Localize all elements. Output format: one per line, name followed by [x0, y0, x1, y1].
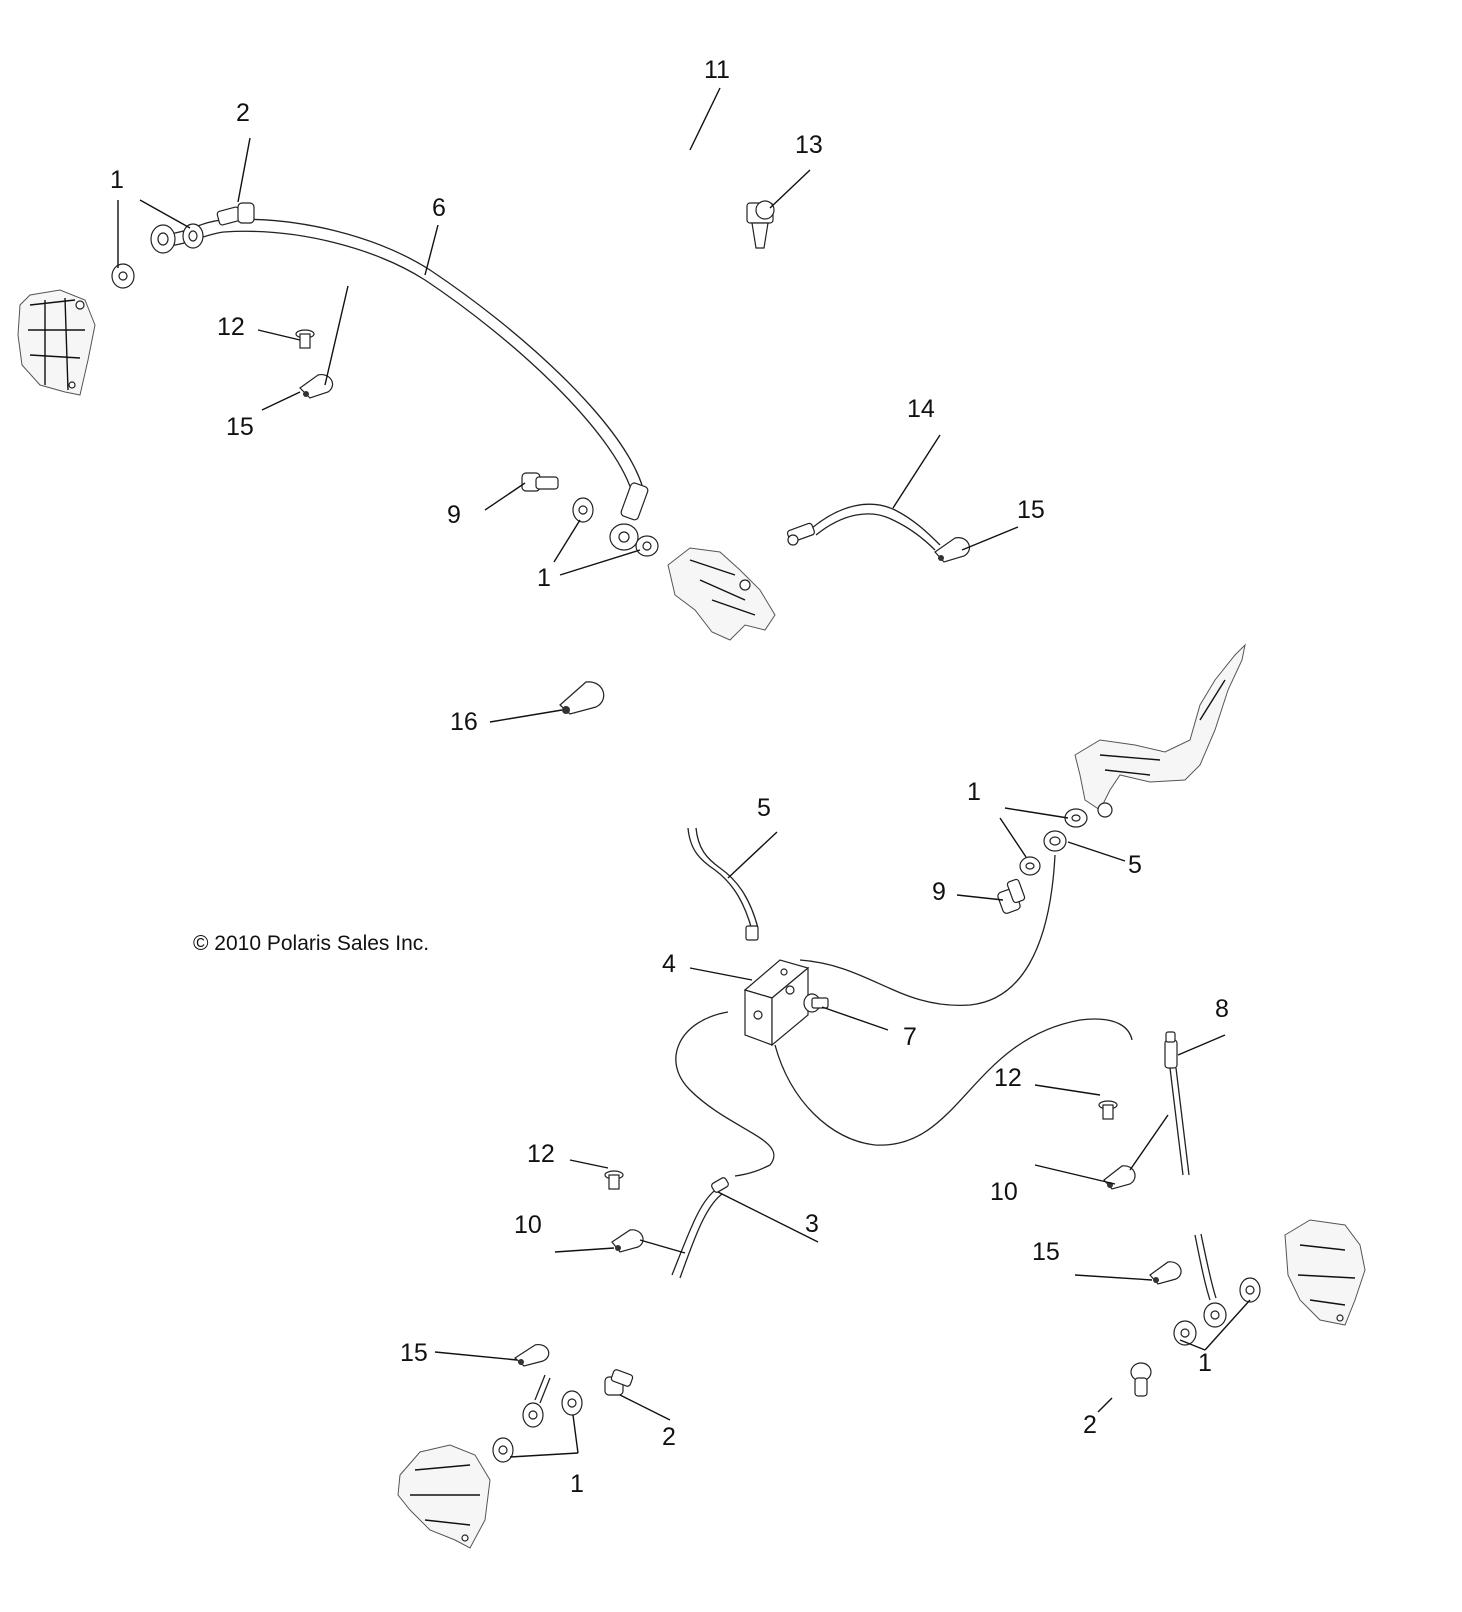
- screw-12-lower-left: [604, 1170, 624, 1190]
- brake-hose-end-right: [1194, 1233, 1227, 1328]
- callout-2-lower-right: 2: [1083, 1411, 1097, 1439]
- brake-hose-5-upper: [687, 827, 759, 941]
- banjo-bolt-lower-left: [604, 1369, 634, 1396]
- bolt-7: [803, 993, 829, 1013]
- callout-5-upper: 5: [757, 794, 771, 822]
- callout-15-upper-right: 15: [1017, 496, 1045, 524]
- brake-hose-end-lower-left: [522, 1374, 551, 1428]
- callout-15-upper-left: 15: [226, 413, 254, 441]
- clamp-16: [559, 681, 605, 715]
- washers-upper-center: [572, 497, 659, 557]
- leader-lines: [117, 87, 1251, 1458]
- callout-15-lower-left: 15: [400, 1339, 428, 1367]
- callout-8: 8: [1215, 995, 1229, 1023]
- callout-labels: 1 2 6 12 15 11 13 9 1 14 15 16 1 5 9 5 4…: [110, 56, 1229, 1498]
- callout-3: 3: [805, 1210, 819, 1238]
- callout-2-lower-left: 2: [662, 1423, 676, 1451]
- washers-right-upper: [1019, 808, 1088, 876]
- callout-2-upper: 2: [236, 99, 250, 127]
- washer-upper-left: [111, 223, 204, 289]
- callout-4: 4: [662, 950, 676, 978]
- callout-9-upper: 9: [447, 501, 461, 529]
- caliper-lower-left: [397, 1444, 491, 1549]
- callout-1-lower-left: 1: [570, 1470, 584, 1498]
- banjo-bolt-lower-right: [1130, 1362, 1152, 1397]
- brake-hoses-from-block: [675, 1011, 1133, 1177]
- callout-12-lower-left: 12: [527, 1140, 555, 1168]
- screw-12-right: [1098, 1100, 1118, 1120]
- callout-12-right: 12: [994, 1064, 1022, 1092]
- clamp-15-upper-left: [299, 373, 333, 399]
- callout-9-right: 9: [932, 878, 946, 906]
- callout-13: 13: [795, 131, 823, 159]
- callout-11: 11: [704, 56, 730, 84]
- clamp-15-lower-left: [514, 1344, 550, 1367]
- callout-1-upper-center: 1: [537, 564, 551, 592]
- brake-hose-6: [150, 218, 649, 551]
- clamp-10-left: [611, 1229, 644, 1253]
- washers-lower-right: [1173, 1277, 1261, 1346]
- callout-6: 6: [432, 194, 446, 222]
- caliper-lower-right: [1284, 1219, 1366, 1326]
- brake-hose-5-right: [799, 854, 1056, 1006]
- rod-11: [688, 121, 703, 211]
- banjo-bolt-9-right: [997, 878, 1026, 914]
- clamp-15-right: [1149, 1261, 1182, 1285]
- callout-14: 14: [907, 395, 935, 423]
- clamp-15-upper-right: [934, 537, 971, 563]
- callout-15-right: 15: [1032, 1238, 1060, 1266]
- callout-1-upper-left: 1: [110, 166, 124, 194]
- washers-lower-left: [492, 1390, 583, 1463]
- banjo-bolt-upper-left: [216, 202, 255, 226]
- callout-10-right: 10: [990, 1178, 1018, 1206]
- callout-1-right-upper: 1: [967, 778, 981, 806]
- callout-16: 16: [450, 708, 478, 736]
- callout-7: 7: [903, 1023, 917, 1051]
- callout-5-right: 5: [1128, 851, 1142, 879]
- hose-14: [786, 503, 941, 551]
- callout-10-left: 10: [514, 1211, 542, 1239]
- copyright-notice: © 2010 Polaris Sales Inc.: [193, 932, 429, 955]
- banjo-bolt-9-upper: [521, 472, 559, 492]
- screw-12-upper: [295, 329, 315, 349]
- distribution-block-4: [743, 959, 810, 1047]
- master-cylinder-rear: [667, 547, 776, 641]
- fitting-13: [746, 200, 775, 249]
- callout-12-upper: 12: [217, 313, 245, 341]
- brake-hose-3: [671, 1177, 729, 1279]
- callout-1-lower-right: 1: [1198, 1349, 1212, 1377]
- brake-hose-8: [1164, 1031, 1190, 1176]
- caliper-upper-left: [17, 289, 96, 396]
- master-cylinder-front-lever: [1074, 643, 1246, 818]
